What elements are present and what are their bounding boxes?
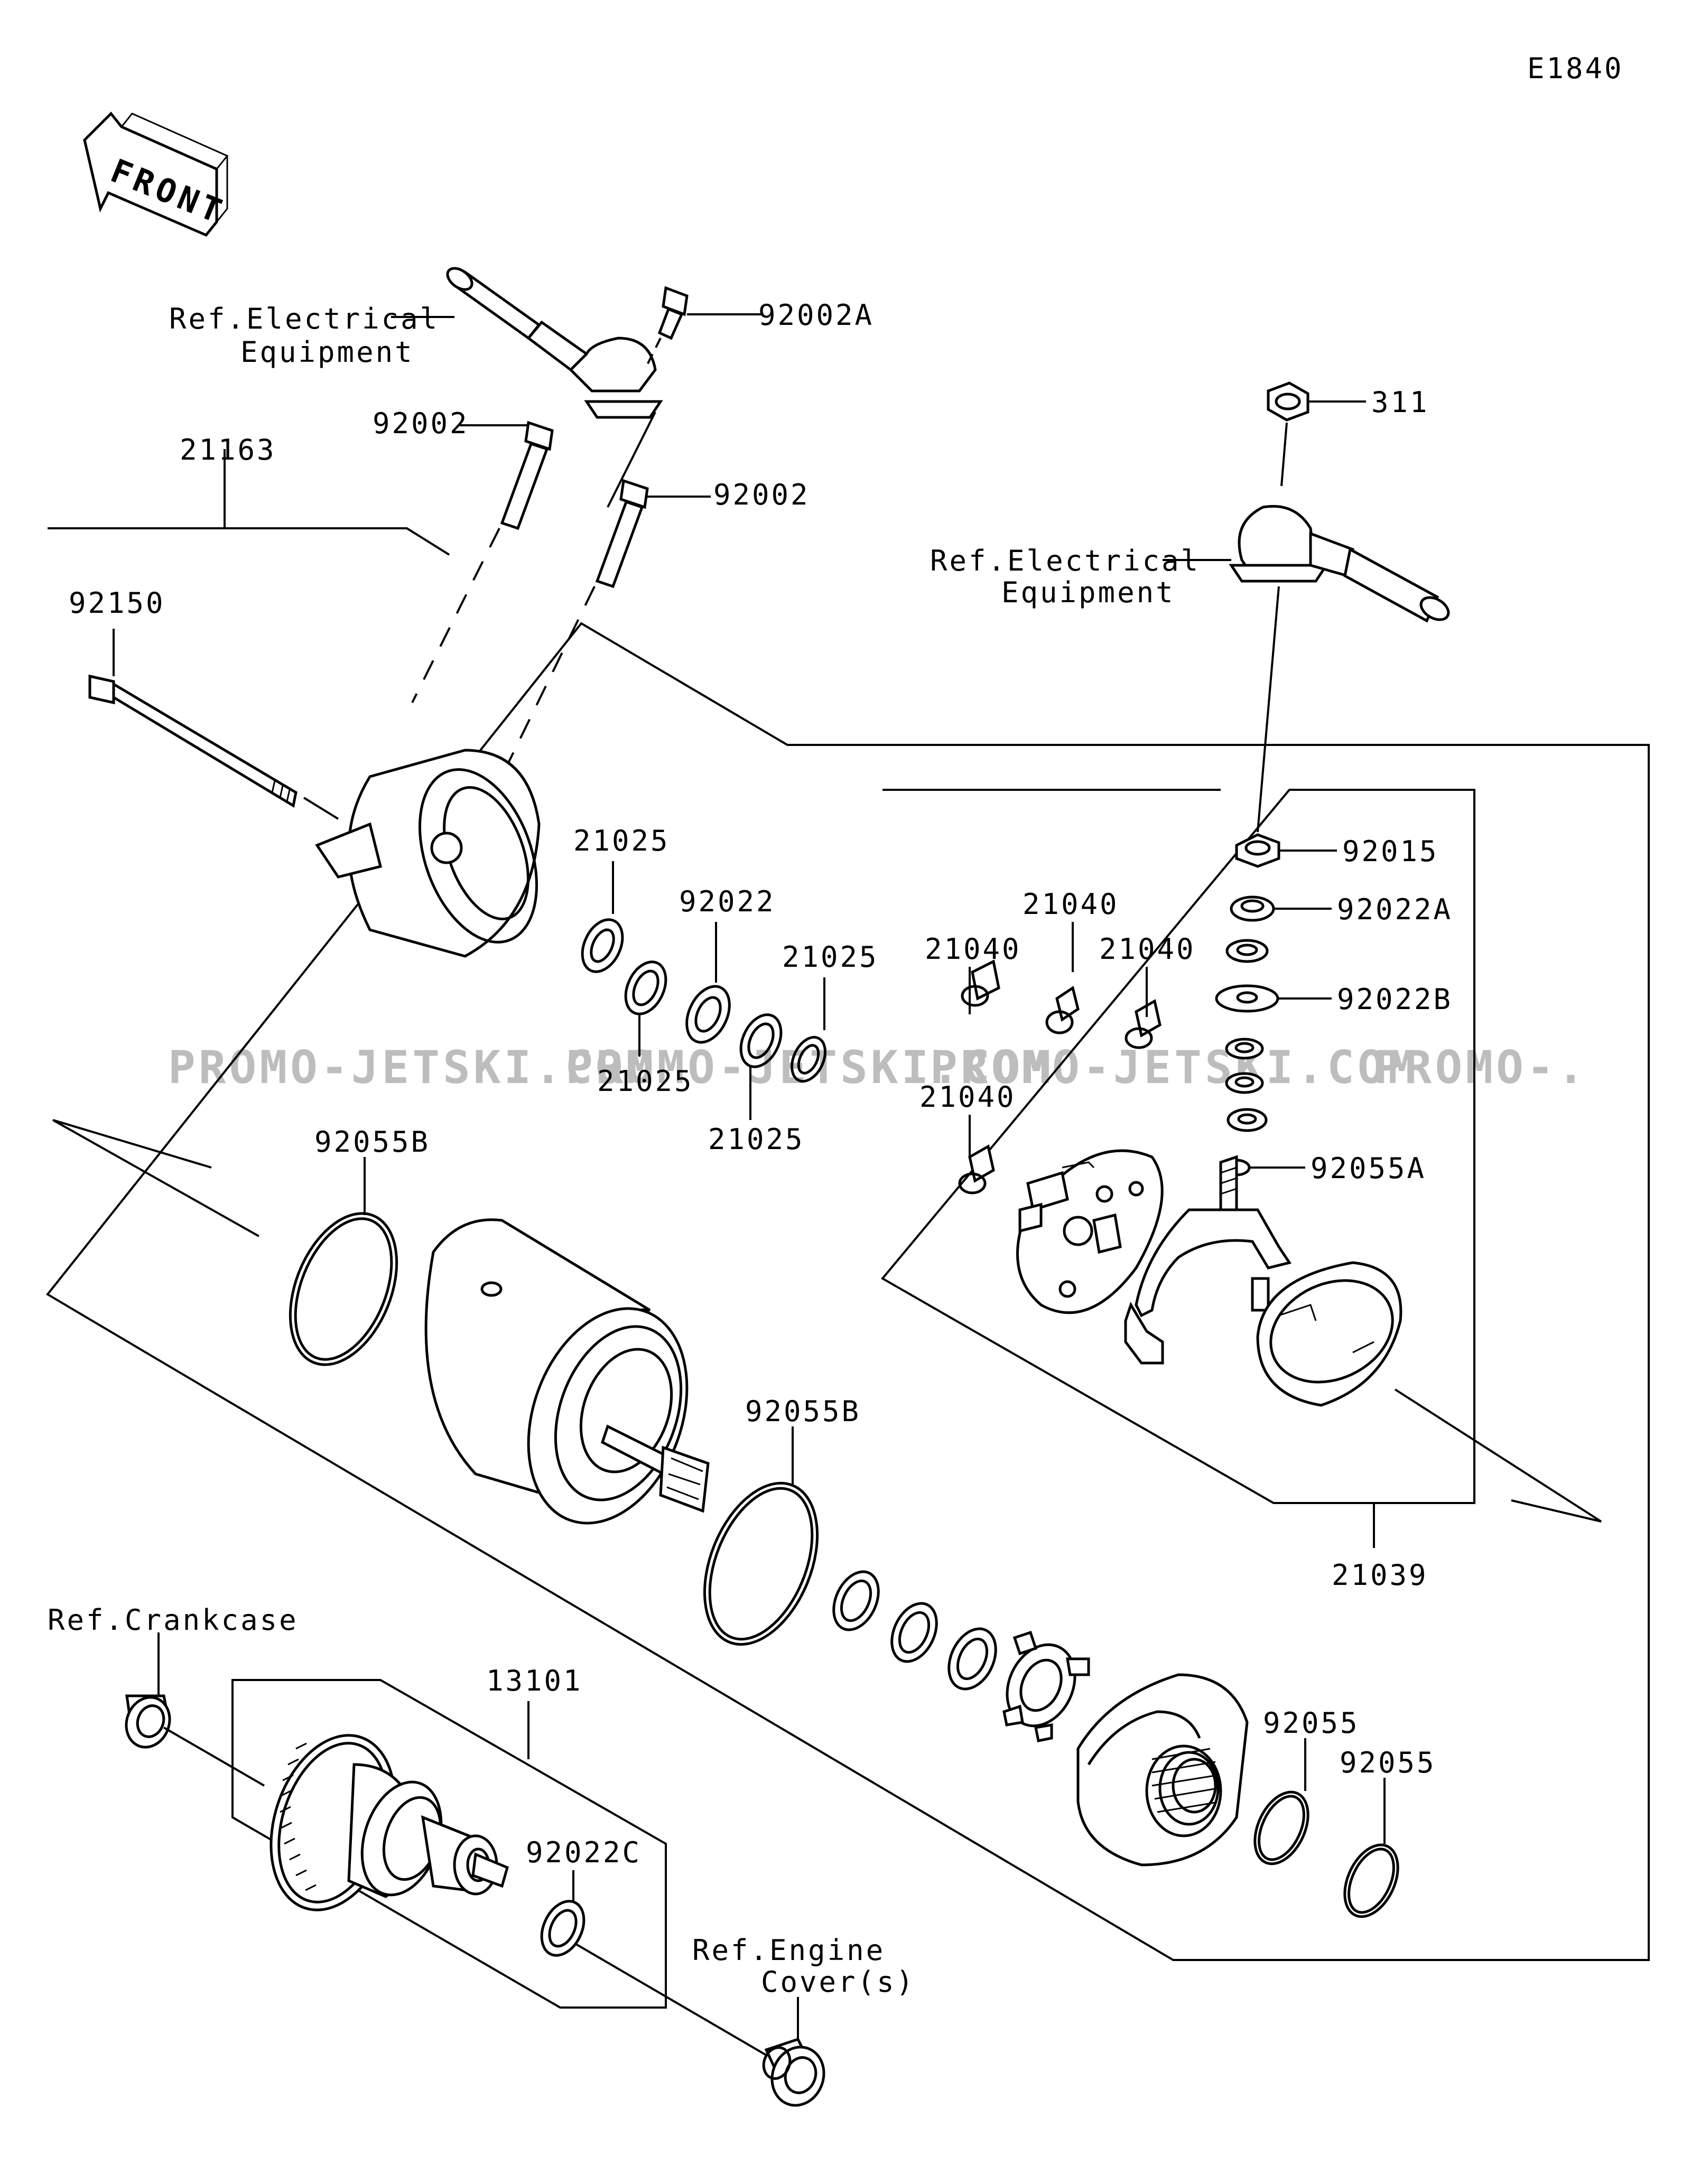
diagram-code: E1840 (1527, 52, 1624, 85)
watermark: PROMO-JETSKI.COM PROMO-JETSKI.COM PROMO-… (168, 1041, 1587, 1094)
label-92015: 92015 (1342, 835, 1439, 868)
crankcase-bushing-icon (125, 1694, 171, 1749)
label-92022B: 92022B (1337, 983, 1453, 1016)
watermark-3: PROMO-JETSKI.COM (930, 1041, 1418, 1094)
label-13101: 13101 (486, 1664, 583, 1697)
label-21040-1: 21040 (925, 932, 1021, 966)
label-311: 311 (1371, 386, 1429, 419)
watermark-4: PROMO-. (1374, 1041, 1587, 1094)
front-cover-icon (1076, 1673, 1249, 1866)
assembly-outline-21163 (46, 527, 1650, 1961)
washer-92022A-icon (1230, 895, 1275, 922)
o-ring-92055-1-icon (1253, 1790, 1309, 1865)
label-92055B-1: 92055B (314, 1125, 430, 1159)
ref-electrical-1-line1: Ref.Electrical (169, 302, 439, 335)
bolt-92002A-icon (657, 286, 689, 340)
label-92022A: 92022A (1337, 893, 1453, 926)
label-21040-3: 21040 (1099, 932, 1196, 966)
rear-end-cover-icon (315, 749, 541, 958)
label-21039: 21039 (1332, 1558, 1428, 1592)
ref-electrical-2-line1: Ref.Electrical (930, 544, 1200, 577)
label-21163: 21163 (180, 433, 276, 466)
label-21040-4: 21040 (919, 1080, 1016, 1114)
battery-cable-right (1229, 505, 1450, 623)
shim-washers-icon (581, 918, 826, 1083)
label-92002-2: 92002 (713, 478, 810, 511)
ref-engine-line1: Ref.Engine (692, 1934, 885, 1967)
bolt-92002-2-icon (595, 479, 649, 589)
front-washers-icon (832, 1570, 997, 1691)
watermark-2: PROMO-JETSKI.COM (565, 1041, 1054, 1094)
watermark-1: PROMO-JETSKI.COM (168, 1041, 656, 1094)
ref-crankcase: Ref.Crankcase (48, 1603, 299, 1637)
lock-plate-icon (1002, 1630, 1090, 1742)
label-92002A: 92002A (758, 298, 874, 332)
label-92022: 92022 (679, 885, 776, 918)
label-92022C: 92022C (526, 1836, 642, 1869)
o-ring-92055B-1-icon (289, 1212, 398, 1366)
label-21025-4: 21025 (708, 1123, 805, 1156)
assembly-outline-13101 (231, 1679, 667, 2009)
engine-cover-bushing-icon (762, 2037, 825, 2107)
label-21025-2: 21025 (782, 940, 879, 974)
label-92055B-2: 92055B (745, 1395, 861, 1428)
brush-spring-icon (958, 959, 1162, 1194)
label-92150: 92150 (69, 586, 165, 620)
label-92055-1: 92055 (1263, 1706, 1360, 1740)
battery-cable-left (446, 267, 663, 419)
nut-311-icon (1267, 381, 1309, 422)
o-ring-92055B-2-icon (703, 1481, 819, 1646)
label-21025-3: 21025 (597, 1065, 694, 1098)
motor-yoke-body-icon (424, 1218, 710, 1525)
label-92055-2: 92055 (1340, 1746, 1436, 1779)
front-arrow-icon: FRONT (83, 111, 231, 237)
washer-stack-icon (1215, 939, 1279, 1177)
ref-engine-line2: Cover(s) (761, 1965, 915, 1999)
o-ring-92055-2-icon (1343, 1843, 1399, 1918)
ref-electrical-2-line2: Equipment (1001, 576, 1175, 609)
label-21040-2: 21040 (1023, 888, 1119, 921)
brush-plate-icon (1016, 1149, 1164, 1314)
starter-clutch-pinion-icon (270, 1734, 509, 1911)
brush-yoke-ring-icon (1256, 1261, 1402, 1407)
washer-92022C-icon (540, 1900, 586, 1957)
bolt-92002-1-icon (500, 421, 554, 530)
ref-electrical-1-line2: Equipment (240, 335, 414, 369)
brush-holder-icon (1124, 1155, 1292, 1365)
label-92002-1: 92002 (373, 407, 469, 440)
terminal-nut-92015-icon (1235, 833, 1280, 868)
label-92055A: 92055A (1311, 1152, 1426, 1185)
through-bolt-92150-icon (88, 674, 298, 808)
label-21025-1: 21025 (573, 824, 670, 857)
